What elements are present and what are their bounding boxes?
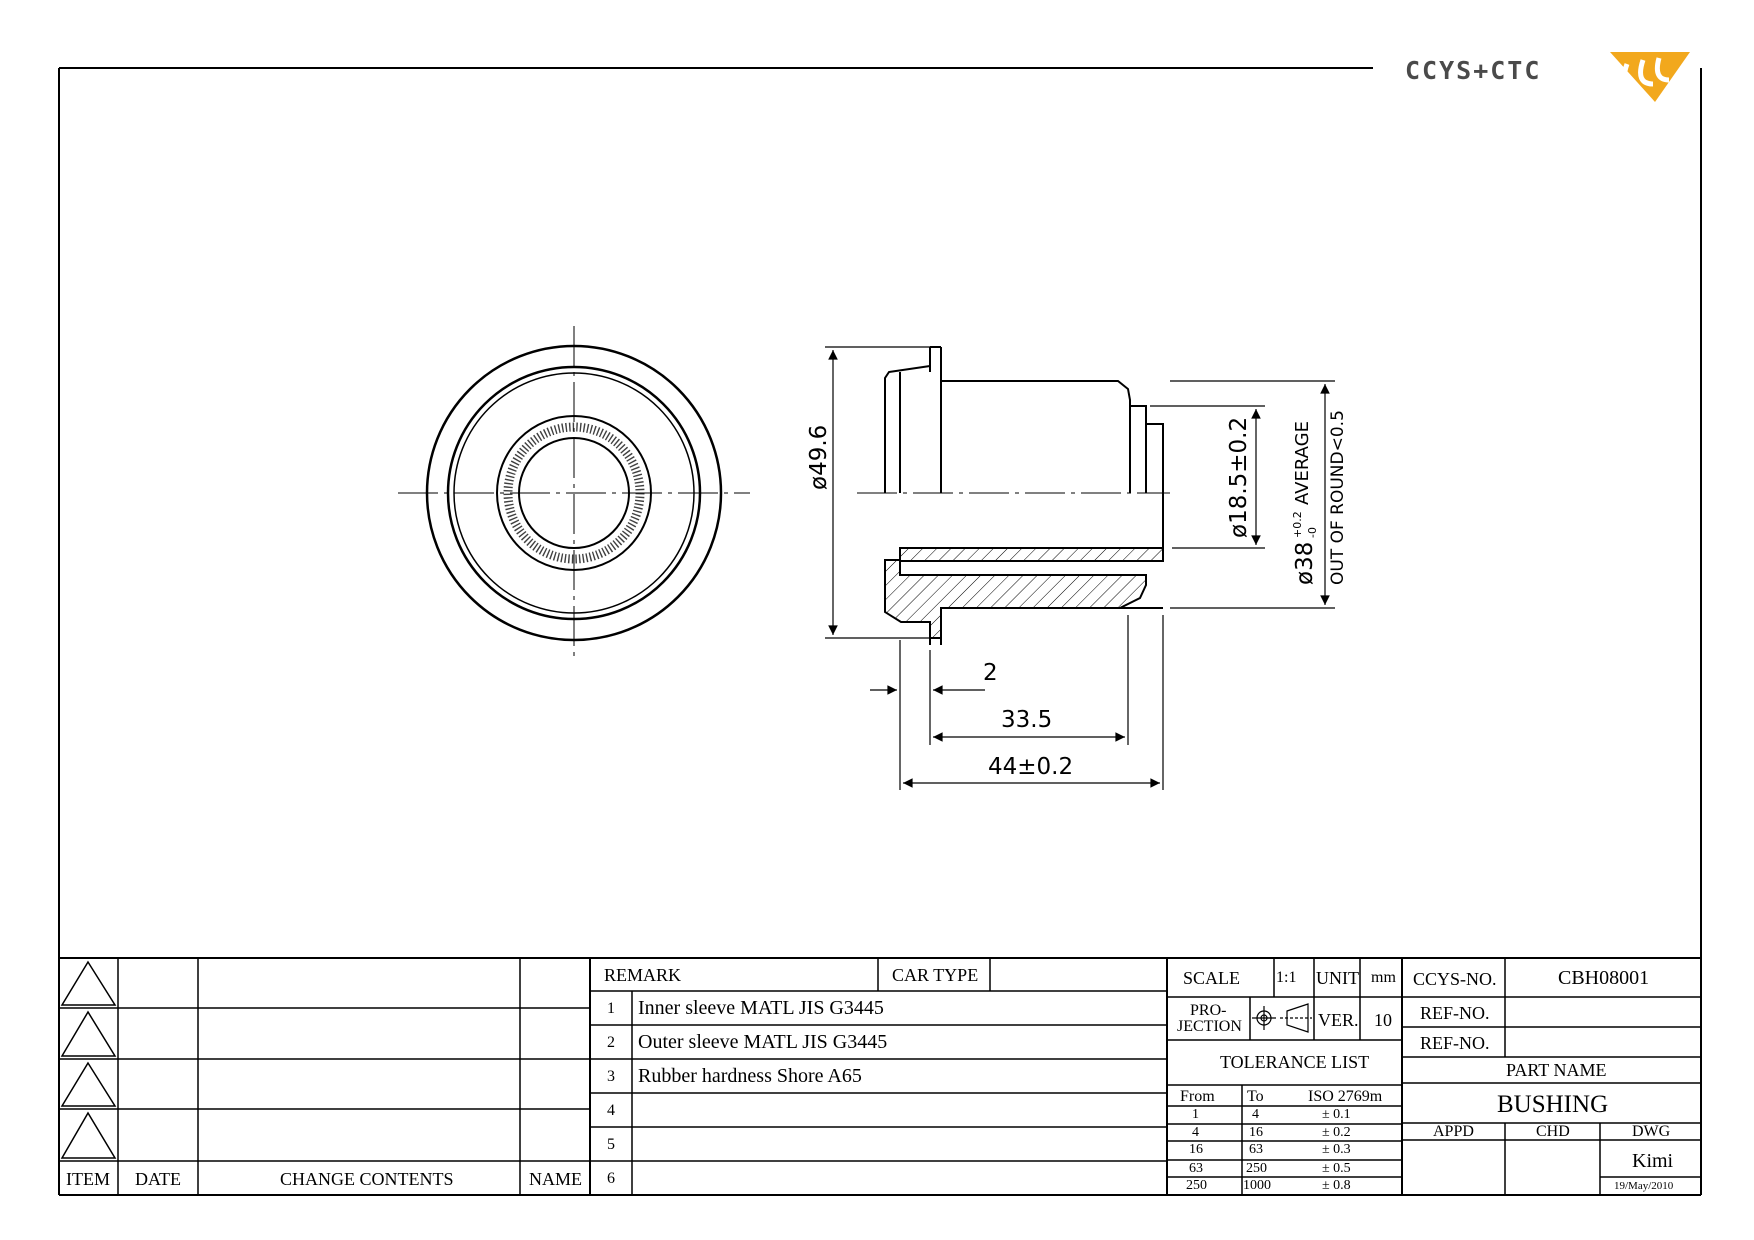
tol-value: ± 0.3	[1322, 1142, 1351, 1157]
drawing-frame	[58, 67, 1702, 1196]
tol-value: ± 0.2	[1322, 1125, 1351, 1140]
tol-from: 63	[1189, 1161, 1203, 1176]
scale-value: 1:1	[1276, 969, 1297, 986]
dim-outer-diameter: ø49.6	[806, 424, 832, 490]
dim-sleeve-length: 33.5	[1001, 707, 1053, 733]
tol-from: 4	[1192, 1125, 1199, 1140]
unit-label: UNIT	[1316, 968, 1359, 988]
tol-value: ± 0.8	[1322, 1178, 1351, 1193]
tol-to: 16	[1249, 1125, 1263, 1140]
projection-label-1: PRO-	[1190, 1002, 1227, 1019]
logo-mark-icon	[1610, 52, 1690, 102]
remark-text: Rubber hardness Shore A65	[638, 1065, 862, 1087]
tolerance-title: TOLERANCE LIST	[1220, 1052, 1370, 1072]
part-name-label: PART NAME	[1506, 1060, 1607, 1080]
tol-value: ± 0.5	[1322, 1161, 1351, 1176]
col-change-contents: CHANGE CONTENTS	[280, 1169, 454, 1189]
front-view	[398, 326, 750, 662]
drawing-date: 19/May/2010	[1614, 1180, 1674, 1192]
tol-to: 1000	[1243, 1178, 1271, 1193]
side-view	[857, 346, 1170, 645]
scale-label: SCALE	[1183, 968, 1241, 988]
dim-sleeve-tol-lower: -0	[1306, 527, 1319, 538]
dimension-lines	[825, 346, 1335, 790]
ref-no-label: REF-NO.	[1420, 1003, 1490, 1023]
tol-to: 250	[1246, 1161, 1267, 1176]
appd-label: APPD	[1433, 1123, 1474, 1140]
dim-out-of-round: OUT OF ROUND<0.5	[1328, 410, 1348, 585]
ccys-no-label: CCYS-NO.	[1413, 969, 1497, 989]
tol-from: 250	[1186, 1178, 1207, 1193]
projection-symbol-icon	[1252, 1003, 1312, 1033]
remark-header: REMARK	[604, 965, 682, 985]
remark-no: 4	[607, 1102, 615, 1119]
col-name: NAME	[529, 1169, 582, 1189]
dim-sleeve-tol-upper: +0.2	[1291, 511, 1304, 538]
dim-average-note: AVERAGE	[1292, 421, 1313, 505]
ref-no-label-2: REF-NO.	[1420, 1033, 1490, 1053]
ccys-no-value: CBH08001	[1558, 967, 1650, 989]
projection-label-2: JECTION	[1177, 1018, 1242, 1035]
col-date: DATE	[135, 1169, 181, 1189]
remark-no: 3	[607, 1068, 615, 1085]
drawn-by: Kimi	[1632, 1150, 1674, 1172]
tol-value: ± 0.1	[1322, 1107, 1351, 1122]
ver-value: 10	[1374, 1010, 1392, 1030]
company-logo: CCYS+CTC	[1405, 44, 1695, 104]
remark-no: 1	[607, 1000, 615, 1017]
unit-value: mm	[1371, 969, 1396, 986]
remark-no: 2	[607, 1034, 615, 1051]
dwg-label: DWG	[1632, 1123, 1671, 1140]
tol-from: 1	[1192, 1107, 1199, 1122]
ver-label: VER.	[1318, 1010, 1359, 1030]
remark-no: 5	[607, 1136, 615, 1153]
chd-label: CHD	[1536, 1123, 1570, 1140]
dim-flange: 2	[983, 660, 998, 686]
car-type-header: CAR TYPE	[892, 965, 979, 985]
remark-text: Outer sleeve MATL JIS G3445	[638, 1031, 888, 1053]
title-block-grid	[59, 957, 1701, 1195]
tol-from: 16	[1189, 1142, 1203, 1157]
tol-to: 4	[1252, 1107, 1259, 1122]
remark-text: Inner sleeve MATL JIS G3445	[638, 997, 884, 1019]
tol-col-from: From	[1180, 1088, 1215, 1105]
remark-no: 6	[607, 1170, 615, 1187]
tol-to: 63	[1249, 1142, 1263, 1157]
logo-text: CCYS+CTC	[1405, 56, 1542, 85]
tol-col-iso: ISO 2769m	[1308, 1088, 1383, 1105]
tol-col-to: To	[1247, 1088, 1264, 1105]
col-item: ITEM	[66, 1169, 110, 1189]
part-name-value: BUSHING	[1497, 1091, 1609, 1118]
dim-sleeve-diameter: ø38	[1292, 541, 1318, 585]
dim-inner-diameter: ø18.5±0.2	[1226, 416, 1252, 538]
dim-total-length: 44±0.2	[988, 754, 1074, 780]
